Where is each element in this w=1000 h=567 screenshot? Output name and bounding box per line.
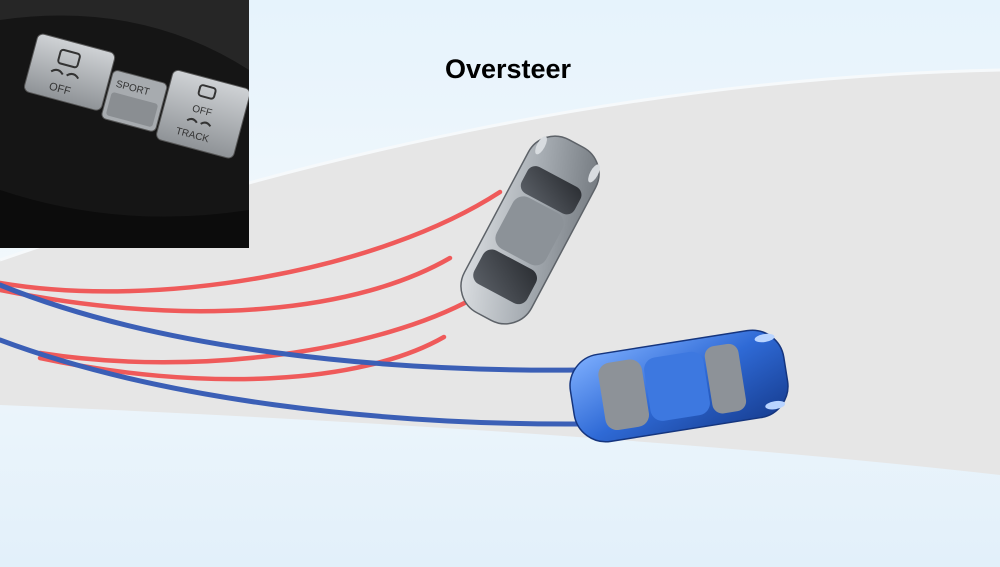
normal-car <box>569 329 789 443</box>
oversteer-car <box>460 135 600 325</box>
console-inset-photo: OFF SPORT OFF TRACK <box>0 0 249 248</box>
red-track-1 <box>0 189 503 294</box>
normal-tracks <box>0 282 583 427</box>
diagram-title: Oversteer <box>444 54 572 84</box>
red-track-4 <box>37 334 447 382</box>
traction-off-button[interactable]: OFF <box>23 33 116 112</box>
red-track-2 <box>0 255 453 314</box>
traction-control-icon <box>50 48 81 80</box>
blue-track-2 <box>0 337 583 427</box>
vsc-track-button[interactable]: OFF TRACK <box>155 69 249 159</box>
vsc-track-icon <box>186 84 217 127</box>
right-button-label-off: OFF <box>191 103 213 119</box>
blue-track-1 <box>0 282 583 373</box>
sport-button[interactable]: SPORT <box>101 69 168 132</box>
left-button-label: OFF <box>48 81 73 98</box>
